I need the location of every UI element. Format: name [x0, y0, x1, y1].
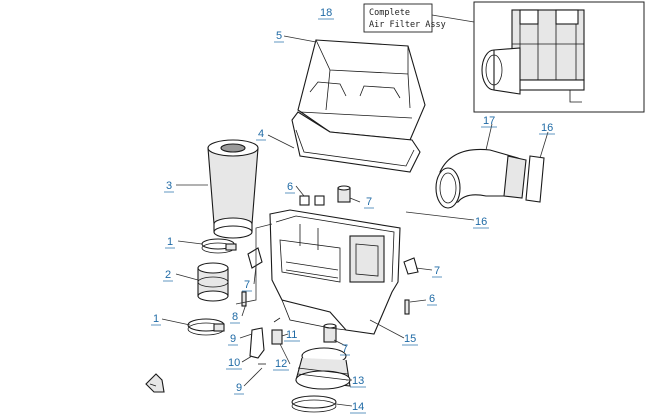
callout-16-lower: 16: [475, 216, 487, 228]
air-filter: [207, 139, 259, 239]
outlet-boot: [295, 347, 351, 390]
callout-3: 3: [166, 180, 172, 192]
callout-9-lower: 9: [236, 382, 242, 394]
callout-9-upper: 9: [230, 333, 236, 345]
fittings: [247, 185, 419, 343]
callout-7-bottom: 7: [342, 343, 348, 355]
mounting-bracket: [145, 373, 165, 393]
callout-18: 18: [320, 7, 332, 19]
callout-6-right: 6: [429, 293, 435, 305]
callout-2: 2: [165, 269, 171, 281]
small-plugs: [241, 195, 410, 315]
boot-clamp: [291, 395, 337, 413]
complete-assembly-inset: [473, 1, 645, 113]
upper-hose-clamp: [201, 238, 237, 254]
callout-1-lower: 1: [153, 313, 159, 325]
box-label-line-1: Complete: [369, 8, 410, 18]
callout-13: 13: [352, 375, 364, 387]
callout-8: 8: [232, 311, 238, 323]
callout-15: 15: [404, 333, 416, 345]
drain-hose-parts: [249, 317, 283, 365]
lid-seal: [291, 111, 421, 173]
callout-7-left: 7: [244, 279, 250, 291]
callout-labels: 18 5 4 3 6 7 1 2 7 16 17 16 7 6 8 1 9 11: [151, 7, 555, 414]
callout-7-top: 7: [366, 196, 372, 208]
callout-6-top: 6: [287, 181, 293, 193]
callout-5: 5: [276, 30, 282, 42]
airbox-lid: [297, 39, 426, 141]
complete-assembly-label: Complete Air Filter Assy: [363, 3, 475, 33]
callout-10: 10: [228, 357, 240, 369]
outlet-duct: [435, 148, 545, 209]
callout-16-upper: 16: [541, 122, 553, 134]
airbox-base: [269, 209, 401, 335]
callout-11: 11: [286, 329, 297, 341]
filter-coupler: [197, 262, 229, 302]
callout-17: 17: [483, 115, 495, 127]
box-label-line-2: Air Filter Assy: [369, 20, 446, 30]
callout-4: 4: [258, 128, 264, 140]
leader-lines: [161, 35, 549, 407]
callout-1-upper: 1: [167, 236, 173, 248]
callout-7-right: 7: [434, 265, 440, 277]
callout-14: 14: [352, 401, 364, 413]
callout-12: 12: [275, 358, 287, 370]
lower-hose-clamp: [187, 318, 225, 336]
